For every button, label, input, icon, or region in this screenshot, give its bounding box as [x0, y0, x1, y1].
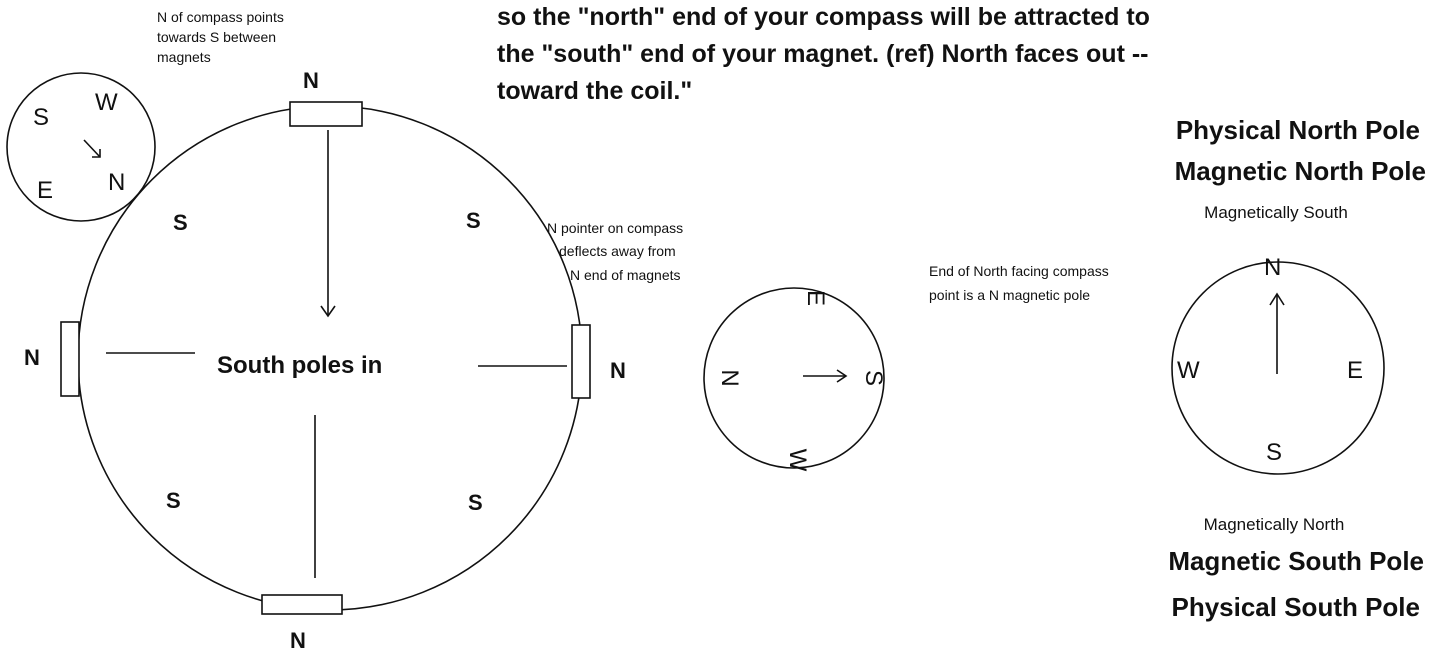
compass-middle-arrow-icon — [836, 369, 848, 383]
compass-small-needle — [83, 139, 101, 158]
compass-small-n: N — [108, 169, 125, 196]
ring-center-label: South poles in — [217, 352, 382, 379]
compass-small-ring — [6, 72, 156, 222]
compass-middle-w: W — [784, 449, 811, 472]
label-magnetically-south: Magnetically South — [1204, 203, 1348, 222]
quote-line-2: the "south" end of your magnet. (ref) No… — [497, 40, 1149, 68]
label-magnetic-south: Magnetic South Pole — [1168, 546, 1424, 576]
compass-small-w: W — [95, 89, 118, 116]
magnet-right — [571, 324, 591, 399]
note-deflect-line-3: N end of magnets — [570, 267, 681, 283]
ring-s-bottom-left: S — [166, 488, 181, 513]
magnet-right-n: N — [610, 358, 626, 383]
note-deflect-line-1: N pointer on compass — [547, 220, 683, 236]
magnet-ring: N N N N S S S S South poles in — [24, 68, 626, 653]
note-compass-between: N of compass points towards S between ma… — [157, 9, 284, 65]
magnet-bottom-n: N — [290, 628, 306, 653]
note-deflect-line-2: deflects away from — [559, 243, 676, 259]
ring-s-top-left: S — [173, 210, 188, 235]
compass-earth-n: N — [1264, 254, 1281, 281]
compass-middle-n: N — [716, 369, 743, 386]
note-north-facing: End of North facing compass point is a N… — [929, 263, 1109, 303]
compass-between-magnets: S W E N — [6, 72, 156, 222]
compass-earth-arrow-icon — [1269, 292, 1285, 306]
compass-earth-s: S — [1266, 439, 1282, 466]
magnet-top — [289, 101, 363, 127]
note-between-line-1: N of compass points — [157, 9, 284, 25]
quote-line-1: so the "north" end of your compass will … — [497, 3, 1150, 31]
note-between-line-3: magnets — [157, 49, 211, 65]
earth-pole-labels: Physical North Pole Magnetic North Pole … — [1168, 115, 1426, 622]
quote-line-3: toward the coil." — [497, 77, 692, 105]
note-between-line-2: towards S between — [157, 29, 276, 45]
field-line-top-arrow-icon — [320, 305, 336, 318]
magnet-bottom — [261, 594, 343, 615]
magnet-left — [60, 321, 80, 397]
ring-s-bottom-right: S — [468, 490, 483, 515]
note-north-facing-line-2: point is a N magnetic pole — [929, 287, 1090, 303]
compass-middle-ring — [703, 287, 885, 469]
compass-earth-e: E — [1347, 357, 1363, 384]
compass-small-arrowhead-icon — [92, 149, 101, 158]
magnet-left-n: N — [24, 345, 40, 370]
compass-small-e: E — [37, 177, 53, 204]
label-magnetically-north: Magnetically North — [1204, 515, 1345, 534]
label-physical-north: Physical North Pole — [1176, 115, 1420, 145]
magnet-top-n: N — [303, 68, 319, 93]
compass-small-s: S — [33, 104, 49, 131]
compass-earth-ring — [1171, 261, 1385, 475]
compass-middle-s: S — [860, 370, 887, 386]
compass-middle-e: E — [802, 290, 829, 306]
quote-block: so the "north" end of your compass will … — [497, 3, 1150, 105]
compass-earth: N W E S — [1171, 254, 1385, 475]
ring-s-top-right: S — [466, 208, 481, 233]
label-magnetic-north: Magnetic North Pole — [1175, 156, 1426, 186]
compass-earth-w: W — [1177, 357, 1200, 384]
label-physical-south: Physical South Pole — [1171, 592, 1420, 622]
note-north-facing-line-1: End of North facing compass — [929, 263, 1109, 279]
compass-deflected: N S E W — [703, 287, 887, 472]
note-deflect: N pointer on compass deflects away from … — [547, 220, 683, 283]
